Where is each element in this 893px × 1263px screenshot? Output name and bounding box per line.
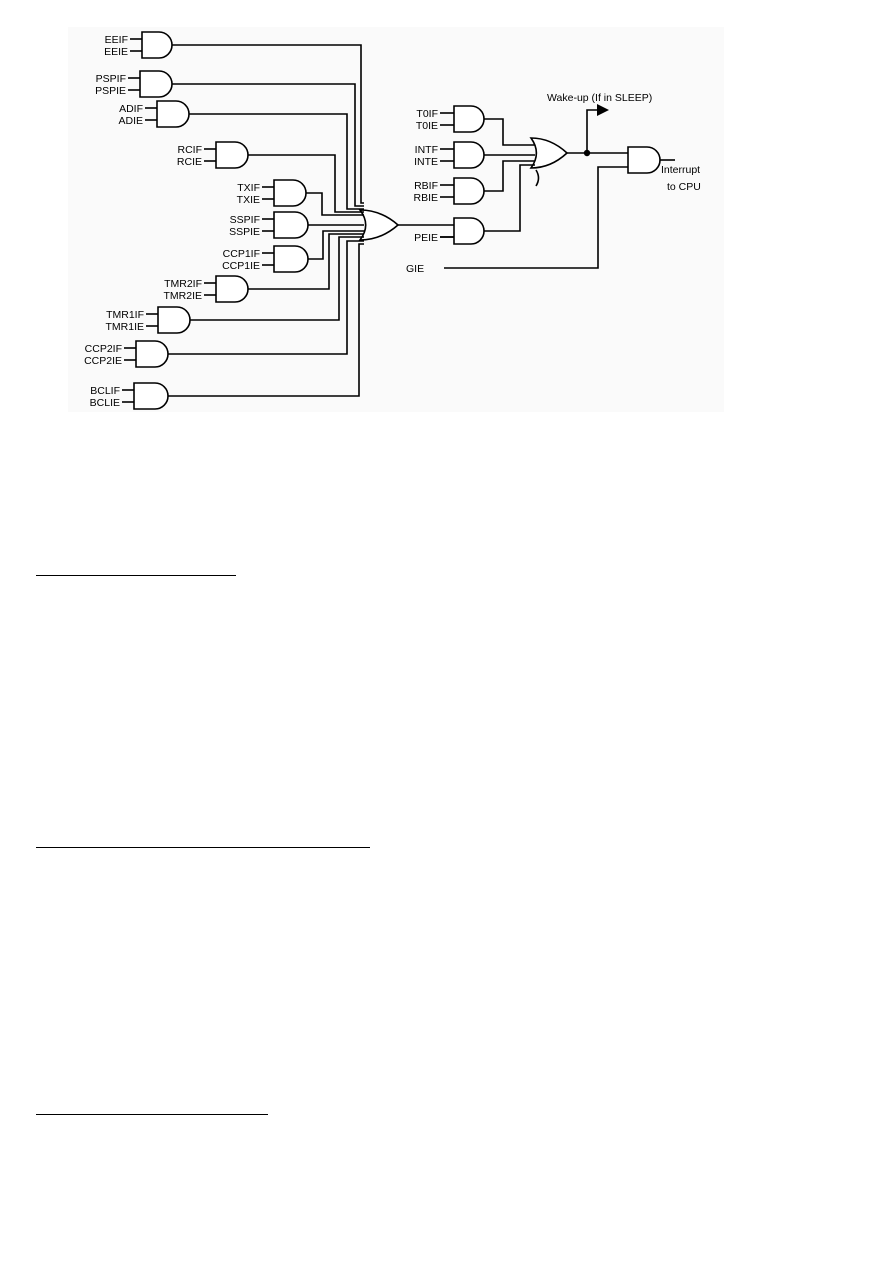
gate-tmr1if-input-label-1: TMR1IF	[106, 309, 144, 321]
gate-eeif-output-wire	[172, 44, 364, 204]
final-and-gate	[627, 146, 661, 174]
gate-pspif-and-gate	[139, 70, 173, 98]
gate-tmr1if-input-label-2: TMR1IE	[105, 321, 144, 333]
gate-tmr1if-output-wire	[190, 236, 364, 321]
gate-rcif-output-wire	[248, 154, 364, 213]
diagram-background	[68, 27, 724, 412]
gate-adif-and-gate	[156, 100, 190, 128]
gate-rcif-input-label-1: RCIF	[178, 144, 203, 156]
gate-sspif-and-gate	[273, 211, 309, 239]
gate-intf-and-gate	[453, 141, 485, 169]
output-label-line-1: Interrupt	[661, 164, 700, 176]
gate-pspif-output-wire	[172, 83, 364, 207]
gate-ccp1if-output-wire	[308, 230, 364, 260]
gate-sspif-input-label-1: SSPIF	[230, 214, 260, 226]
gate-tmr2if-input-label-1: TMR2IF	[164, 278, 202, 290]
gie-label: GIE	[406, 263, 424, 275]
gate-eeif-input-label-2: EEIE	[104, 46, 128, 58]
peripheral-or-gate	[358, 209, 400, 241]
gate-t0if-input-label-2: T0IE	[416, 120, 438, 132]
wakeup-arrow-icon	[597, 104, 609, 116]
gate-peie-and-gate	[453, 217, 485, 245]
gate-bclif-input-label-2: BCLIE	[90, 397, 120, 409]
gate-rbif-output-wire	[484, 160, 535, 192]
wakeup-label: Wake-up (If in SLEEP)	[547, 92, 652, 104]
gate-rcif-and-gate	[215, 141, 249, 169]
output-label-line-2: to CPU	[667, 181, 701, 193]
gate-bclif-and-gate	[133, 382, 169, 410]
gate-rbif-and-gate	[453, 177, 485, 205]
gate-rbif-input-label-2: RBIE	[413, 192, 438, 204]
gate-intf-input-label-1: INTF	[415, 144, 438, 156]
gate-ccp2if-input-label-2: CCP2IE	[84, 355, 122, 367]
heading-underline-2	[36, 847, 370, 848]
gate-tmr2if-input-label-2: TMR2IE	[163, 290, 202, 302]
gate-tmr2if-and-gate	[215, 275, 249, 303]
gate-peie-input-label-1: PEIE	[414, 232, 438, 244]
gate-t0if-input-label-1: T0IF	[416, 108, 438, 120]
gate-ccp2if-output-wire	[168, 240, 364, 355]
gate-eeif-and-gate	[141, 31, 173, 59]
gate-ccp1if-input-label-2: CCP1IE	[222, 260, 260, 272]
gate-tmr2if-output-wire	[248, 233, 364, 290]
gate-adif-input-label-1: ADIF	[119, 103, 143, 115]
gate-eeif-input-label-1: EEIF	[105, 34, 128, 46]
gate-rbif-input-label-1: RBIF	[414, 180, 438, 192]
gate-rcif-input-label-2: RCIE	[177, 156, 202, 168]
main-or-gate	[529, 137, 569, 169]
gate-ccp1if-input-label-1: CCP1IF	[223, 248, 260, 260]
wire-crossover-arc	[535, 169, 540, 187]
gate-sspif-input-label-2: SSPIE	[229, 226, 260, 238]
gate-txif-and-gate	[273, 179, 307, 207]
heading-underline-3	[36, 1114, 268, 1115]
gate-ccp1if-and-gate	[273, 245, 309, 273]
heading-underline-1	[36, 575, 236, 576]
gate-ccp2if-input-label-1: CCP2IF	[85, 343, 122, 355]
gate-pspif-input-label-1: PSPIF	[96, 73, 126, 85]
gie-wire	[444, 166, 628, 269]
gate-t0if-output-wire	[484, 118, 535, 146]
gate-txif-input-label-1: TXIF	[237, 182, 260, 194]
gate-ccp2if-and-gate	[135, 340, 169, 368]
gate-txif-output-wire	[306, 192, 364, 216]
gate-peie-output-wire	[484, 164, 535, 232]
gate-bclif-output-wire	[168, 243, 364, 397]
gate-intf-input-label-2: INTE	[414, 156, 438, 168]
gate-t0if-and-gate	[453, 105, 485, 133]
gate-txif-input-label-2: TXIE	[237, 194, 260, 206]
gate-bclif-input-label-1: BCLIF	[90, 385, 120, 397]
gate-adif-input-label-2: ADIE	[118, 115, 143, 127]
gate-adif-output-wire	[189, 113, 364, 210]
gate-tmr1if-and-gate	[157, 306, 191, 334]
gate-pspif-input-label-2: PSPIE	[95, 85, 126, 97]
wakeup-wire	[586, 109, 598, 153]
